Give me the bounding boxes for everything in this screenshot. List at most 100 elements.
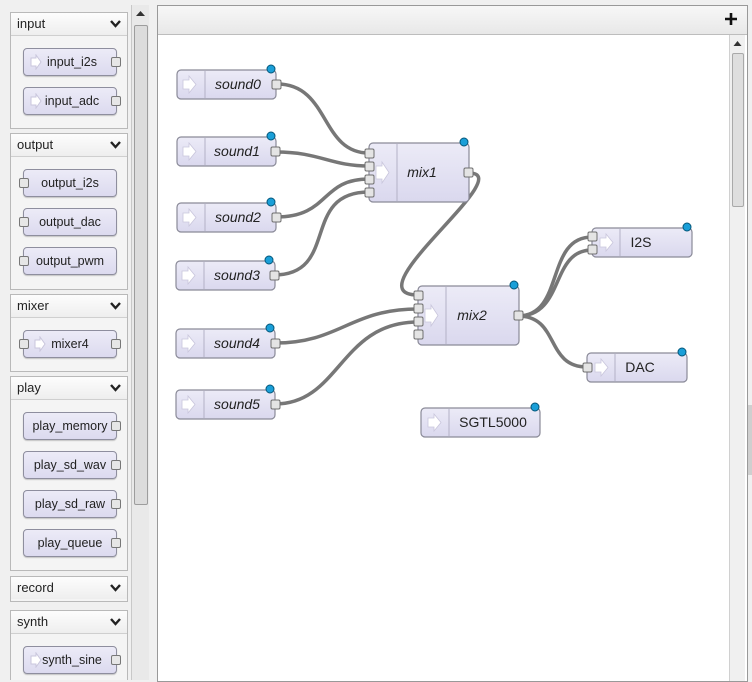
- node-sound2[interactable]: sound2: [176, 197, 282, 233]
- node-mix2[interactable]: mix2: [413, 280, 524, 346]
- node-sound5[interactable]: sound5: [175, 384, 281, 420]
- input-port[interactable]: [587, 244, 598, 255]
- chevron-down-icon[interactable]: [110, 140, 121, 150]
- palette-node-synth_sine[interactable]: synth_sine: [23, 646, 121, 674]
- palette-node-input_adc[interactable]: input_adc: [23, 87, 121, 115]
- category-header-synth[interactable]: synth: [11, 611, 127, 634]
- chevron-down-icon[interactable]: [110, 583, 121, 593]
- arrow-icon: [30, 93, 42, 109]
- output-port[interactable]: [111, 460, 121, 470]
- category-header-record[interactable]: record: [11, 577, 127, 599]
- output-port[interactable]: [270, 146, 281, 157]
- input-port[interactable]: [413, 329, 424, 340]
- output-port[interactable]: [111, 655, 121, 665]
- wire-mix1-mix2[interactable]: [400, 171, 481, 297]
- scroll-up-arrow-icon[interactable]: [132, 5, 149, 22]
- arrow-icon: [181, 394, 196, 415]
- output-port[interactable]: [270, 399, 281, 410]
- wire-mix2-dac[interactable]: [516, 314, 589, 369]
- wire-sound4-mix2[interactable]: [273, 307, 420, 345]
- input-port[interactable]: [19, 178, 29, 188]
- input-port[interactable]: [364, 187, 375, 198]
- node-dac[interactable]: DAC: [582, 347, 688, 383]
- output-port[interactable]: [111, 538, 121, 548]
- palette-node-input_i2s[interactable]: input_i2s: [23, 48, 121, 76]
- wire-mix2-i2s-b[interactable]: [516, 248, 594, 318]
- category-input: input input_i2s input_adc: [10, 12, 128, 129]
- palette-node-output_pwm[interactable]: output_pwm: [19, 247, 117, 275]
- wire-sound0-mix1[interactable]: [275, 82, 371, 155]
- status-dot-icon: [266, 197, 276, 207]
- palette-node-mixer4[interactable]: mixer4: [19, 330, 121, 358]
- workspace-scrollbar[interactable]: [729, 35, 745, 681]
- input-port[interactable]: [587, 231, 598, 242]
- category-header-output[interactable]: output: [11, 134, 127, 157]
- output-port[interactable]: [271, 212, 282, 223]
- input-port[interactable]: [19, 256, 29, 266]
- palette-scrollbar[interactable]: [131, 5, 149, 680]
- chevron-down-icon[interactable]: [110, 617, 121, 627]
- workspace-scrollbar-thumb[interactable]: [732, 53, 744, 207]
- palette-node-play_sd_raw[interactable]: play_sd_raw: [23, 490, 121, 518]
- input-port[interactable]: [364, 148, 375, 159]
- palette-node-label: synth_sine: [42, 653, 102, 667]
- category-label: mixer: [17, 298, 49, 313]
- output-port[interactable]: [270, 338, 281, 349]
- output-port[interactable]: [111, 421, 121, 431]
- palette-node-output_i2s[interactable]: output_i2s: [19, 169, 117, 197]
- category-output: output output_i2s output_dac output_pwm: [10, 133, 128, 290]
- output-port[interactable]: [271, 79, 282, 90]
- output-port[interactable]: [463, 167, 474, 178]
- input-port[interactable]: [413, 290, 424, 301]
- plus-icon[interactable]: [725, 13, 737, 25]
- palette-node-label: play_memory: [32, 419, 108, 433]
- node-sound0[interactable]: sound0: [176, 64, 282, 100]
- palette-scrollbar-thumb[interactable]: [134, 25, 148, 505]
- arrow-icon: [30, 54, 42, 70]
- wire-sound3-mix1[interactable]: [272, 190, 371, 277]
- node-i2s[interactable]: I2S: [587, 222, 693, 258]
- palette-node-label: input_i2s: [46, 55, 98, 69]
- palette-node-output_dac[interactable]: output_dac: [19, 208, 117, 236]
- output-port[interactable]: [111, 57, 121, 67]
- window-resize-handle[interactable]: [747, 405, 752, 475]
- wire-sound5-mix2[interactable]: [273, 320, 420, 406]
- output-port[interactable]: [111, 499, 121, 509]
- status-dot-icon: [266, 64, 276, 74]
- palette-node-play_memory[interactable]: play_memory: [23, 412, 121, 440]
- palette-node-play_sd_wav[interactable]: play_sd_wav: [23, 451, 121, 479]
- palette-node-label: output_dac: [39, 215, 101, 229]
- output-port[interactable]: [513, 310, 524, 321]
- input-port[interactable]: [413, 316, 424, 327]
- chevron-down-icon[interactable]: [110, 383, 121, 393]
- arrow-icon: [34, 336, 46, 352]
- wire-sound1-mix1[interactable]: [274, 150, 371, 168]
- input-port[interactable]: [364, 161, 375, 172]
- input-port[interactable]: [364, 174, 375, 185]
- input-port[interactable]: [19, 217, 29, 227]
- input-port[interactable]: [413, 303, 424, 314]
- output-port[interactable]: [269, 270, 280, 281]
- category-mixer: mixer mixer4: [10, 294, 128, 372]
- node-sgtl5000[interactable]: SGTL5000: [420, 402, 541, 438]
- node-sound1[interactable]: sound1: [176, 131, 281, 167]
- category-header-input[interactable]: input: [11, 13, 127, 36]
- category-header-play[interactable]: play: [11, 377, 127, 400]
- output-port[interactable]: [111, 96, 121, 106]
- arrow-icon: [182, 141, 197, 162]
- node-mix1[interactable]: mix1: [364, 137, 474, 203]
- input-port[interactable]: [19, 339, 29, 349]
- status-dot-icon: [265, 384, 275, 394]
- chevron-down-icon[interactable]: [110, 19, 121, 29]
- chevron-down-icon[interactable]: [110, 301, 121, 311]
- output-port[interactable]: [111, 339, 121, 349]
- node-sound3[interactable]: sound3: [175, 255, 280, 291]
- scroll-up-arrow-icon[interactable]: [730, 35, 745, 51]
- category-header-mixer[interactable]: mixer: [11, 295, 127, 318]
- input-port[interactable]: [582, 362, 593, 373]
- palette-node-play_queue[interactable]: play_queue: [23, 529, 121, 557]
- node-label: sound3: [214, 267, 260, 283]
- category-record: record: [10, 576, 128, 602]
- node-sound4[interactable]: sound4: [175, 323, 281, 359]
- wire-sound2-mix1[interactable]: [274, 177, 371, 219]
